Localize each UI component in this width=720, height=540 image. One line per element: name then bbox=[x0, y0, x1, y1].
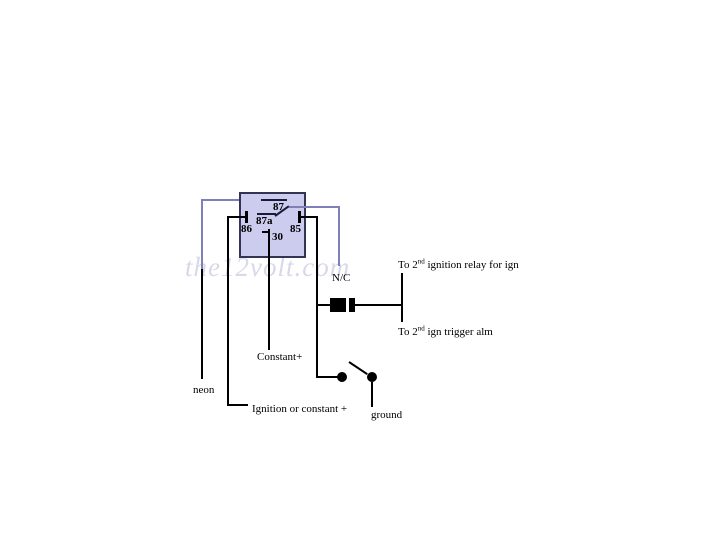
t85-wire-vertical bbox=[316, 216, 318, 378]
to-ignition-relay-label: To 2nd ignition relay for ign bbox=[398, 257, 519, 271]
to-ignition-relay-suffix: ignition relay for ign bbox=[424, 259, 519, 271]
nc-wire-vertical bbox=[338, 206, 340, 266]
switch-lever-line bbox=[348, 361, 368, 376]
ignition-wire-bottom bbox=[227, 404, 248, 406]
relay-terminal-30-tick bbox=[262, 231, 270, 233]
ground-wire-vertical bbox=[371, 382, 373, 407]
neon-label: neon bbox=[193, 384, 215, 396]
relay-terminal-87a-label: 87a bbox=[256, 215, 273, 227]
relay-terminal-86-label: 86 bbox=[241, 223, 252, 235]
to-ign-trigger-prefix: To 2 bbox=[398, 326, 418, 338]
nc-label: N/C bbox=[332, 272, 351, 284]
constant-plus-label: Constant+ bbox=[257, 351, 303, 363]
output-wire-vertical bbox=[401, 273, 403, 322]
relay-contact-87-line bbox=[261, 199, 287, 201]
switch-contact-right bbox=[367, 372, 377, 382]
to-ignition-relay-sup: nd bbox=[417, 257, 425, 266]
relay-terminal-85-label: 85 bbox=[290, 223, 301, 235]
neon-wire-vertical-upper bbox=[201, 199, 203, 269]
diode-body bbox=[330, 298, 346, 312]
nc-wire-horizontal bbox=[289, 206, 340, 208]
constant-wire-vertical bbox=[268, 229, 270, 350]
relay-terminal-85-tick bbox=[298, 211, 301, 223]
relay-terminal-86-tick bbox=[245, 211, 248, 223]
relay-terminal-30-label: 30 bbox=[272, 231, 283, 243]
diode-band bbox=[349, 298, 355, 312]
diode-lead-left bbox=[318, 304, 330, 306]
to-ignition-relay-prefix: To 2 bbox=[398, 259, 418, 271]
relay-contact-87a-line bbox=[257, 213, 276, 215]
to-ign-trigger-label: To 2nd ign trigger alm bbox=[398, 324, 493, 338]
ignition-or-constant-label: Ignition or constant + bbox=[252, 403, 348, 415]
ignition-wire-vertical bbox=[227, 216, 229, 406]
ignition-wire-horizontal bbox=[229, 216, 245, 218]
neon-wire-horizontal bbox=[201, 199, 239, 201]
to-ign-trigger-sup: nd bbox=[417, 324, 425, 333]
diode-lead-right bbox=[355, 304, 402, 306]
switch-contact-left bbox=[337, 372, 347, 382]
neon-wire-vertical-lower bbox=[201, 269, 203, 379]
to-ign-trigger-suffix: ign trigger alm bbox=[424, 326, 493, 338]
ground-label: ground bbox=[371, 409, 403, 421]
t85-wire-horizontal bbox=[301, 216, 317, 218]
relay-terminal-87-label: 87 bbox=[273, 201, 284, 213]
relay-body bbox=[239, 192, 306, 258]
switch-feed-wire bbox=[318, 376, 338, 378]
